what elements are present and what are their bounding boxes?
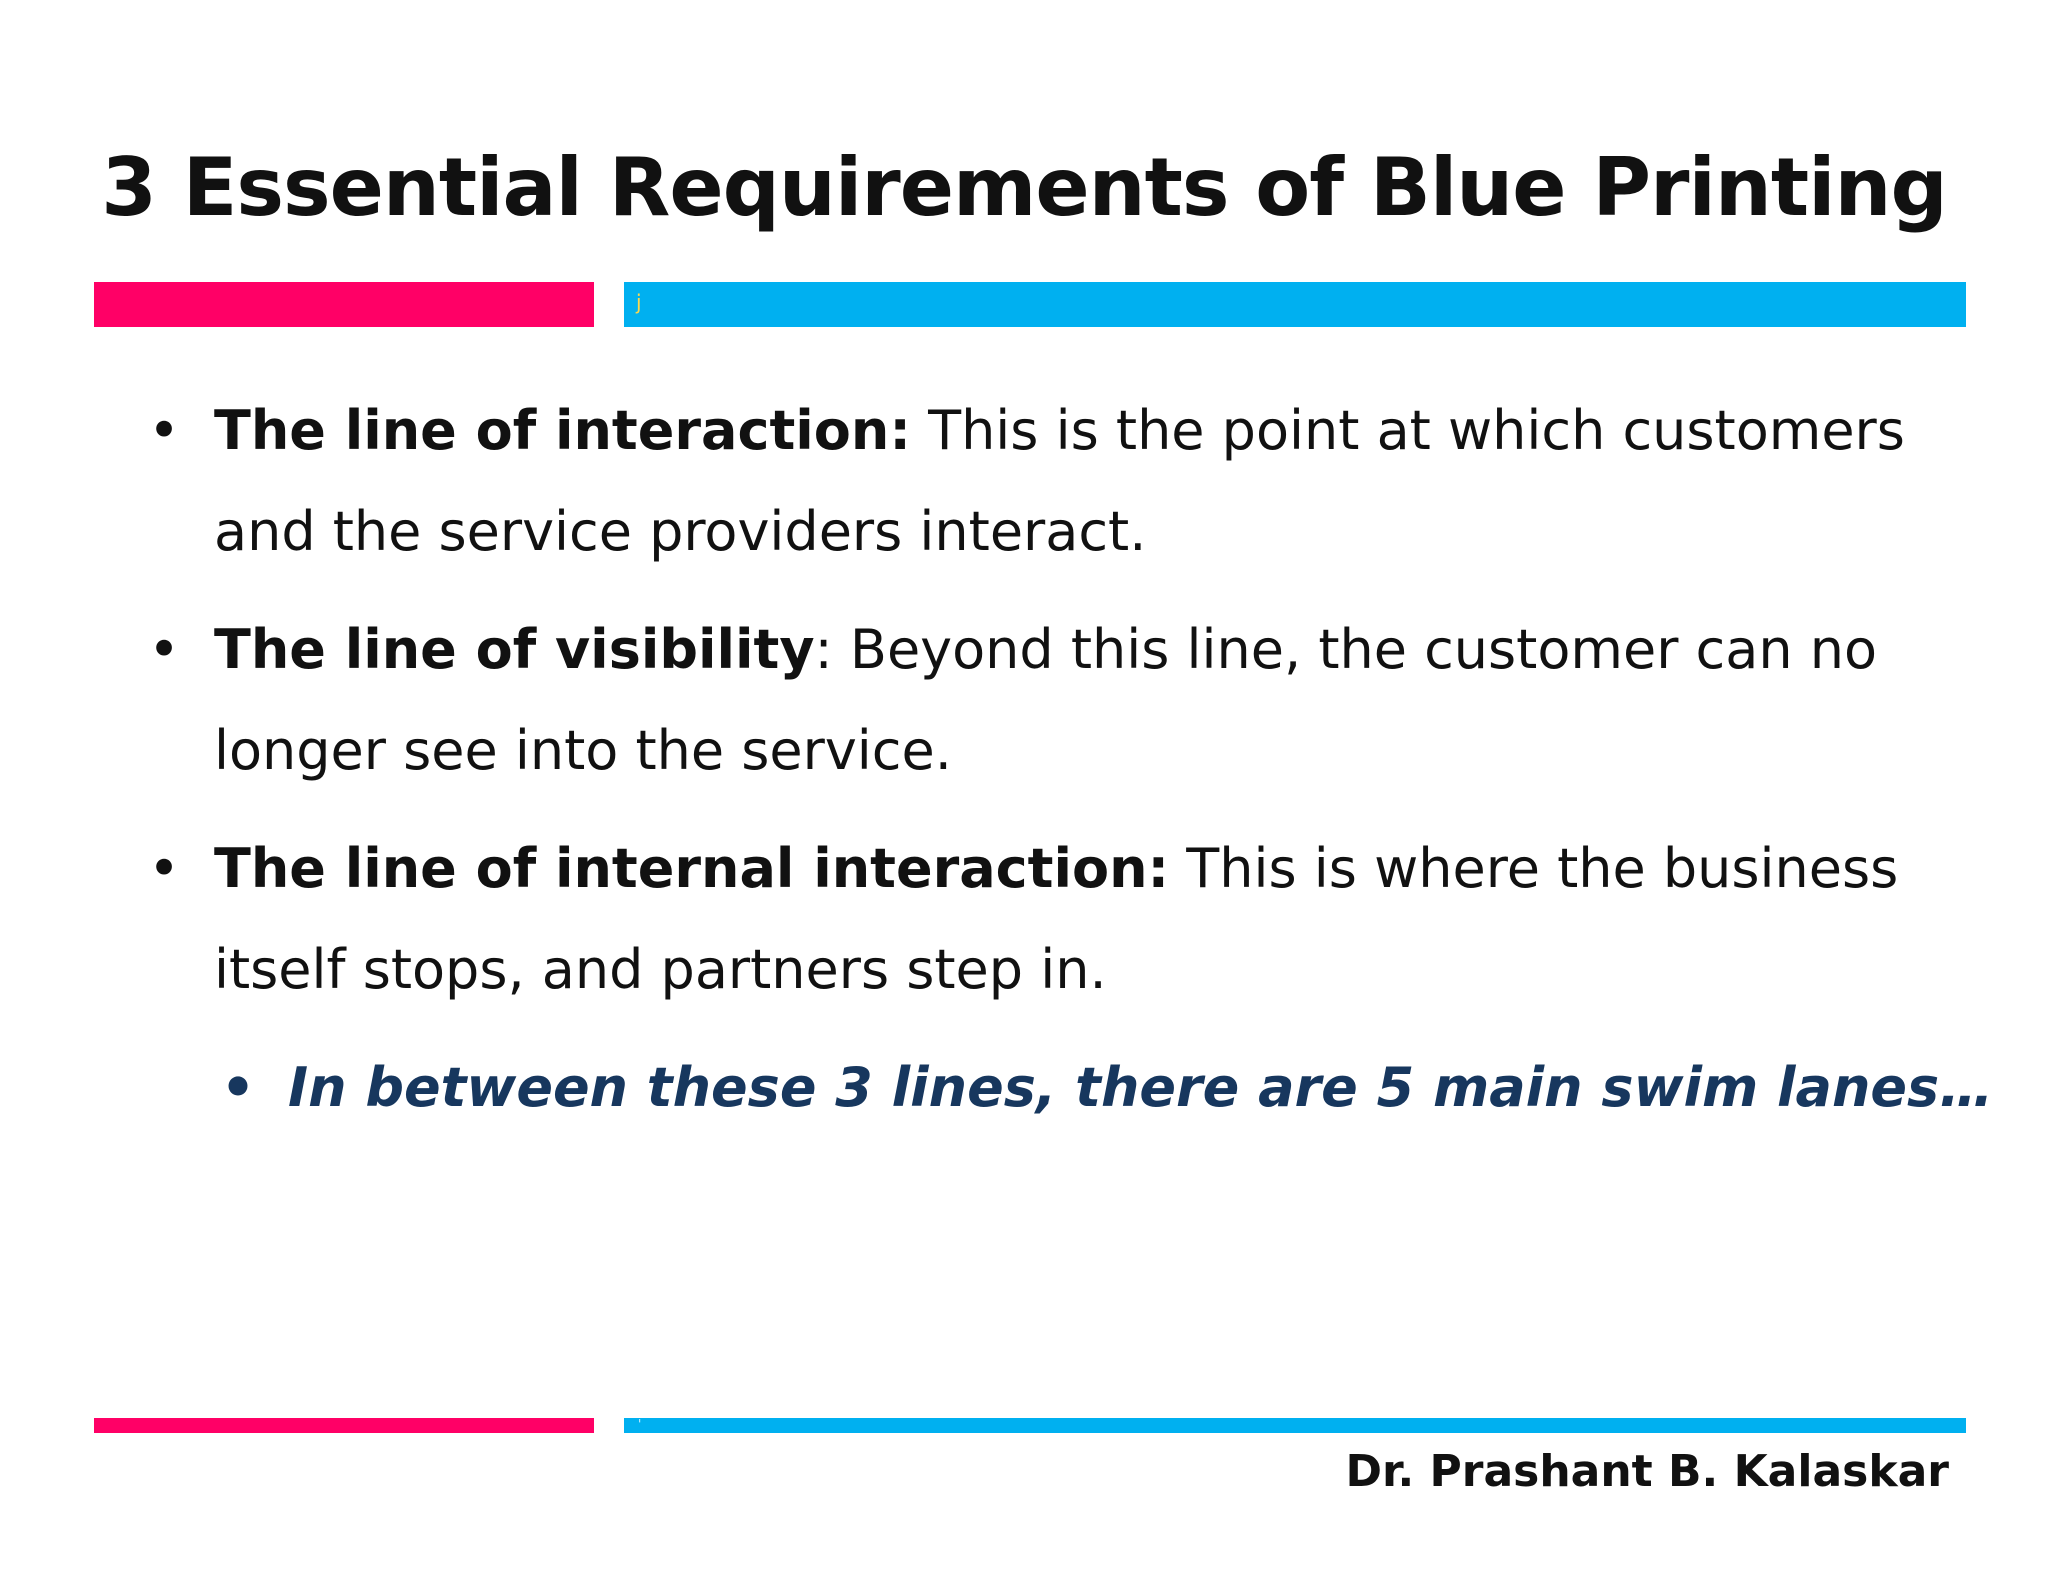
sub-bullet-dot: • xyxy=(220,1056,256,1119)
bullet-text-line: This is the point at which customers xyxy=(910,399,1905,462)
top-rule-mark: j xyxy=(636,290,642,314)
top-blue-rule: j xyxy=(624,282,1966,327)
bottom-pink-rule xyxy=(94,1418,594,1433)
bullet-item-line-of-interaction: • The line of interaction: This is the p… xyxy=(148,380,1934,582)
sub-bullet-swim-lanes: • In between these 3 lines, there are 5 … xyxy=(221,1037,1993,1138)
bullet-text-line: This is where the business xyxy=(1169,837,1899,900)
bullet-dot: • xyxy=(148,618,180,681)
bullet-text-continuation: itself stops, and partners step in. xyxy=(214,938,1107,1001)
bullet-term: The line of interaction: xyxy=(214,399,911,462)
bottom-rule-mark: ' xyxy=(638,1417,642,1431)
bullet-term: The line of visibility xyxy=(214,618,815,681)
bullet-item-line-of-internal-interaction: • The line of internal interaction: This… xyxy=(148,818,1934,1020)
top-pink-rule xyxy=(94,282,594,327)
bottom-blue-rule: ' xyxy=(624,1417,1966,1433)
bullet-item-line-of-visibility: • The line of visibility: Beyond this li… xyxy=(148,599,1934,801)
bullet-term: The line of internal interaction: xyxy=(214,837,1170,900)
bullet-text-continuation: and the service providers interact. xyxy=(214,500,1147,563)
bullet-text-continuation: longer see into the service. xyxy=(214,719,952,782)
author-name: Dr. Prashant B. Kalaskar xyxy=(1345,1446,1949,1497)
sub-bullet-text: In between these 3 lines, there are 5 ma… xyxy=(288,1056,1994,1119)
slide-title: 3 Essential Requirements of Blue Printin… xyxy=(101,141,1947,234)
bullet-dot: • xyxy=(148,837,180,900)
bullet-dot: • xyxy=(148,399,180,462)
bullet-text-line: : Beyond this line, the customer can no xyxy=(814,618,1877,681)
